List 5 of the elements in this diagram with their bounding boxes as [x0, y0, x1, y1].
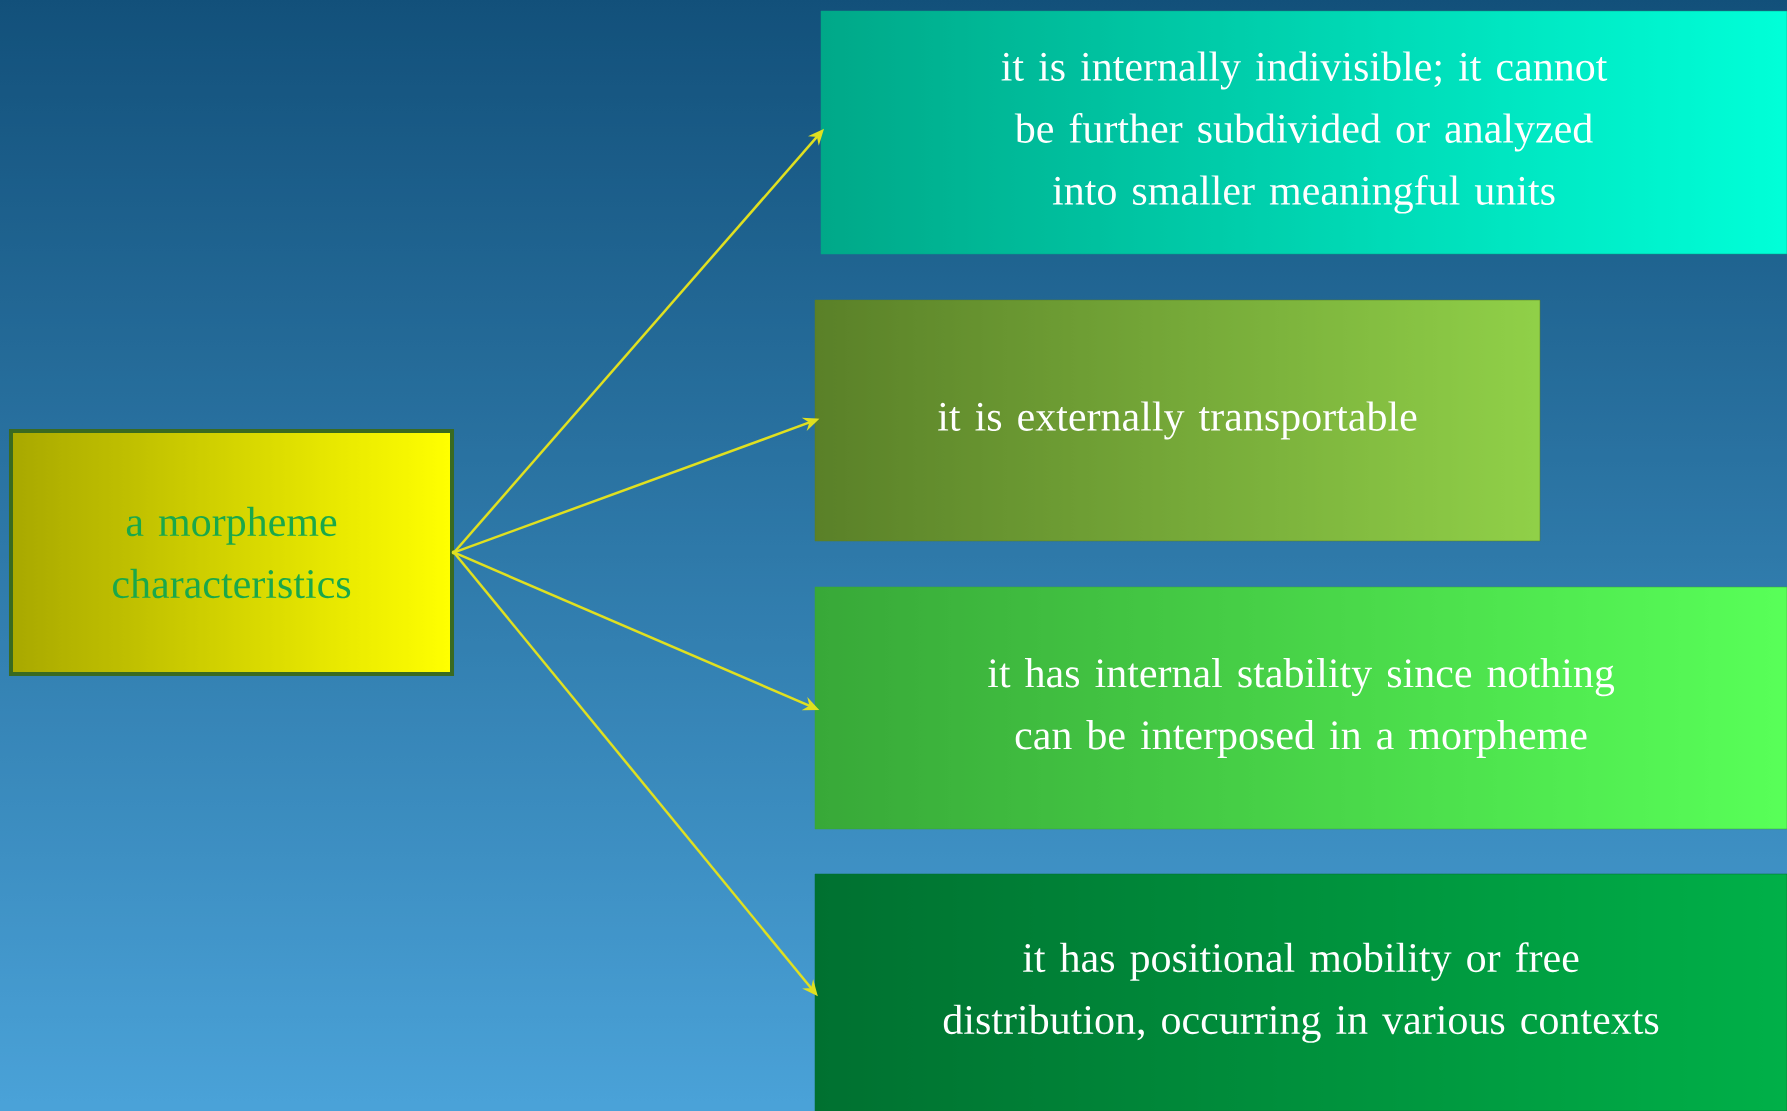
characteristic-box: it is externally transportable	[814, 299, 1541, 542]
characteristic-box: it has positional mobility or free distribution, occurring in various contexts	[814, 873, 1787, 1111]
characteristic-box: it has internal stability since nothing can be interposed in a morpheme	[814, 586, 1787, 830]
title-box: a morpheme characteristics	[9, 429, 454, 676]
characteristic-box: it is internally indivisible; it cannot be further subdivided or analyzed into smaller meaningful units	[820, 10, 1787, 255]
